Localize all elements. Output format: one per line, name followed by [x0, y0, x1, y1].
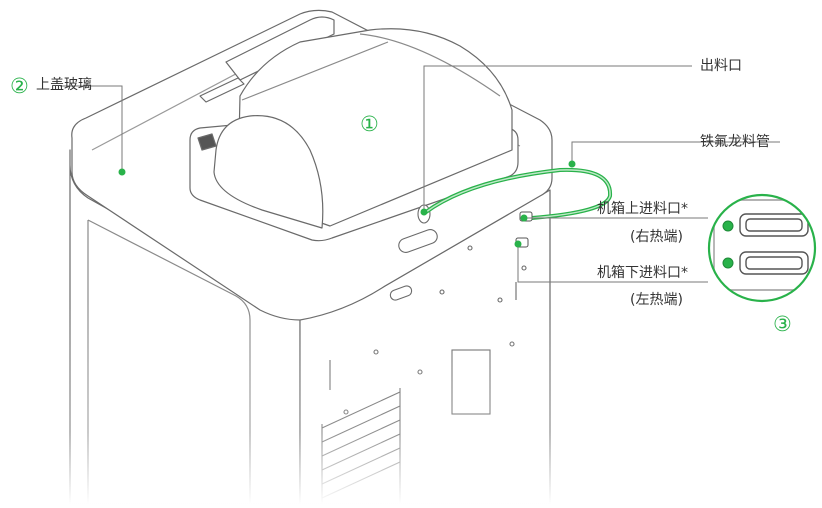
bottom-fade	[0, 300, 822, 504]
box-latch	[197, 133, 217, 151]
zoom-lower-port	[722, 257, 734, 269]
label-lower-inlet: 机箱下进料口*	[597, 265, 688, 281]
label-outlet: 出料口	[700, 58, 742, 74]
zoom-detail	[707, 193, 817, 303]
label-lower-note: (左热端)	[630, 292, 683, 308]
leader-outlet	[423, 65, 692, 212]
ptfe-tube-highlight	[425, 169, 611, 219]
rear-handle	[225, 16, 335, 81]
label-ptfe-tube: 铁氟龙料管	[700, 134, 770, 150]
marker-three: ③	[773, 312, 792, 336]
zoom-lower-slot	[739, 251, 809, 275]
spool-front	[213, 115, 324, 229]
label-top-glass: 上盖玻璃	[36, 77, 92, 93]
box-seam	[241, 33, 501, 101]
leader-lower-inlet	[517, 244, 708, 283]
label-upper-note: (右热端)	[630, 229, 683, 245]
handle-recess	[199, 77, 245, 103]
leader-dots	[118, 160, 576, 248]
leader-lines	[60, 65, 780, 283]
clip-slot	[389, 285, 413, 301]
leader-top-glass	[60, 85, 123, 172]
marker-one: ①	[360, 112, 379, 136]
filament-box	[189, 28, 519, 242]
button-strip	[398, 229, 438, 253]
zoom-upper-port	[722, 220, 734, 232]
screw-hole	[439, 289, 445, 295]
zoom-upper-slot	[739, 213, 809, 237]
screw-hole	[521, 265, 527, 271]
screw-hole	[467, 245, 473, 251]
leader-tube	[571, 141, 780, 164]
zoom-ring	[707, 193, 817, 303]
label-upper-inlet: 机箱上进料口*	[597, 201, 688, 217]
marker-two: ②	[10, 74, 29, 98]
